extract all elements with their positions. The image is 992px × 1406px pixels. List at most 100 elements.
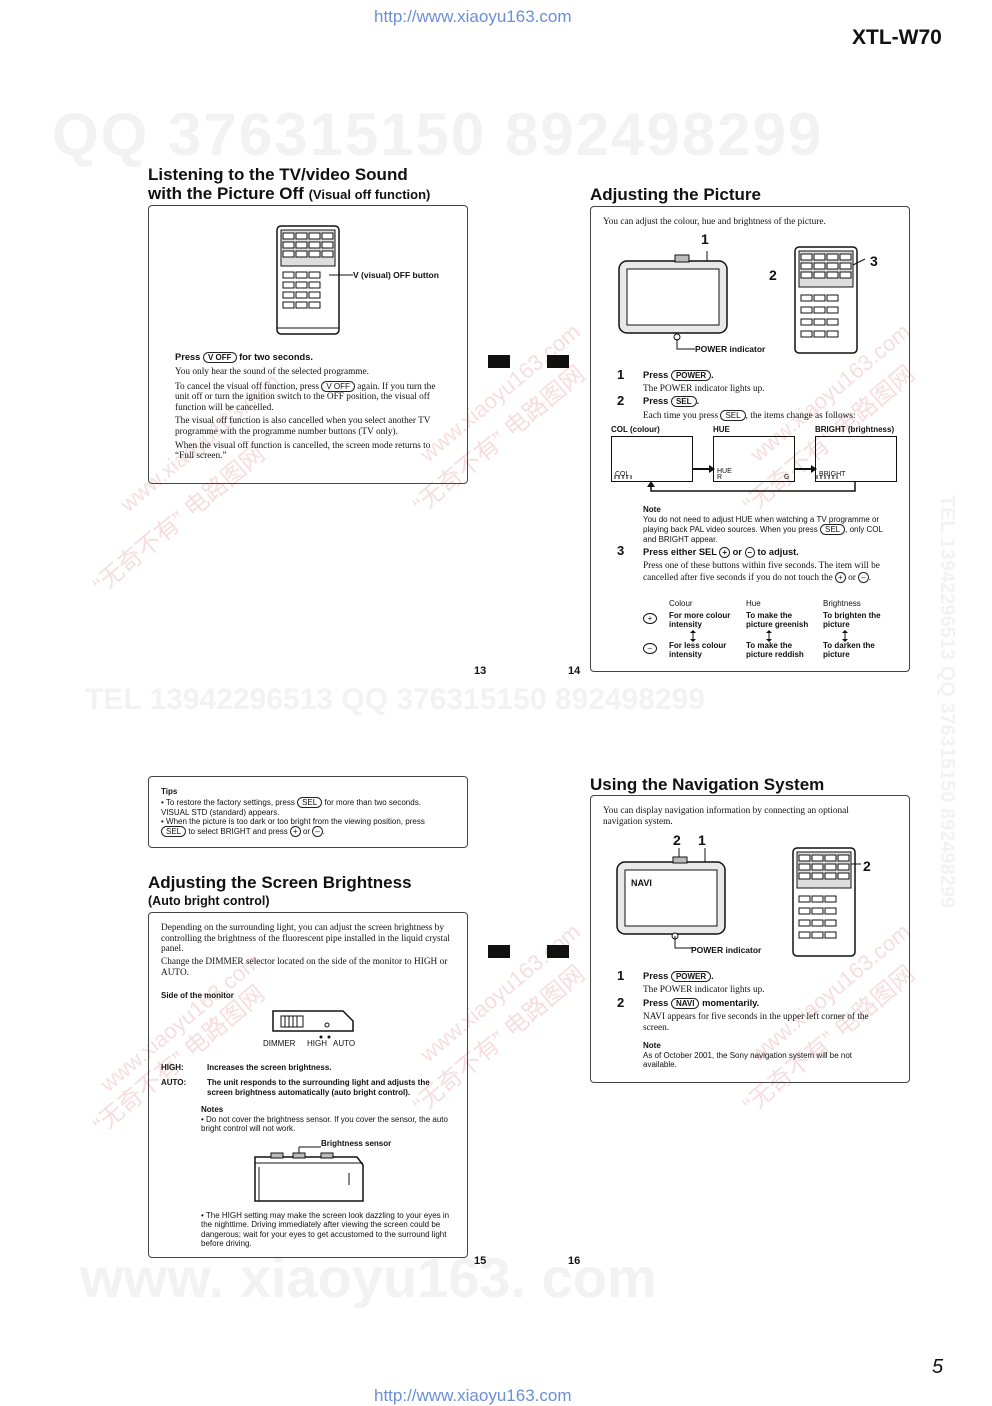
- registration-mark: [488, 945, 510, 958]
- navigation-intro: You can display navigation information b…: [603, 806, 849, 827]
- step-number: 2: [617, 393, 625, 408]
- step1-press: Press POWER.: [643, 370, 714, 381]
- nav-step2-press: Press NAVI momentarily.: [643, 998, 760, 1009]
- tips-title: Tips: [161, 787, 178, 796]
- step3-text: Press one of these buttons within five s…: [643, 561, 880, 583]
- sel-key: SEL: [297, 797, 323, 808]
- remote-illustration: [792, 847, 861, 957]
- brightness-note-2: • The HIGH setting may make the screen l…: [201, 1211, 450, 1249]
- cycle-arrows: [614, 465, 856, 492]
- brightness-sensor-label: Brightness sensor: [321, 1139, 392, 1148]
- plus-symbol: +: [643, 613, 657, 624]
- page-number-16: 16: [568, 1255, 581, 1267]
- hue-r-label: R: [717, 474, 723, 481]
- nav-step1-press: Press POWER.: [643, 971, 714, 982]
- table-header: Colour: [669, 599, 693, 608]
- sel-key: SEL: [161, 826, 187, 838]
- leader-line: [676, 339, 695, 350]
- navi-key: NAVI: [670, 998, 700, 1009]
- tips-panel: Tips • To restore the factory settings, …: [148, 776, 468, 848]
- callout-number: 3: [870, 253, 878, 269]
- visual-off-p3: The visual off function is also cancelle…: [175, 416, 431, 437]
- visual-off-instructions: Press V OFF for two seconds. You only he…: [175, 352, 445, 462]
- step2-press: Press SEL.: [643, 396, 700, 407]
- callout-line: [329, 274, 353, 276]
- table-header: Hue: [746, 599, 761, 608]
- registration-mark: [547, 355, 569, 368]
- step1-text: The POWER indicator lights up.: [643, 384, 765, 394]
- screen-label: HUE: [717, 468, 732, 475]
- cycle-screen-col: COL: [611, 436, 693, 482]
- sel-key: SEL: [820, 524, 846, 536]
- adjust-picture-intro: You can adjust the colour, hue and brigh…: [603, 217, 826, 227]
- cycle-screen-hue: HUE R G: [713, 436, 795, 482]
- brightness-notes-title: Notes: [201, 1105, 224, 1114]
- dimmer-label: DIMMER: [263, 1039, 296, 1048]
- visual-off-p1: You only hear the sound of the selected …: [175, 367, 369, 377]
- brightness-panel: Depending on the surrounding light, you …: [148, 912, 468, 1258]
- watermark-side-right: TEL 13942296513 QQ 376315150 892498299: [936, 494, 959, 909]
- watermark-side-left: TEL 13942296513 QQ 376315150 892498299: [0, 494, 4, 909]
- visual-off-title: Listening to the TV/video Sound with the…: [148, 165, 430, 204]
- screen-label: COL: [615, 471, 630, 478]
- remote-illustration: [794, 246, 866, 354]
- visual-off-title-line1: Listening to the TV/video Sound: [148, 165, 408, 184]
- def-desc-auto: The unit responds to the surrounding lig…: [207, 1078, 430, 1097]
- step2-text: Each time you press SEL, the items chang…: [643, 410, 856, 421]
- remote-illustration: [276, 225, 340, 335]
- hue-g-label: G: [784, 474, 790, 481]
- def-term-high: HIGH:: [161, 1063, 184, 1072]
- table-header: Brightness: [823, 599, 861, 608]
- table-arrows: [690, 630, 848, 642]
- auto-label: AUTO: [333, 1039, 356, 1048]
- navigation-panel: You can display navigation information b…: [590, 795, 910, 1083]
- nav-step2-text: NAVI appears for five seconds in the upp…: [643, 1012, 869, 1033]
- navi-screen-label: NAVI: [631, 878, 652, 888]
- nav-note-text: As of October 2001, the Sony navigation …: [643, 1051, 853, 1070]
- table-cell: To darken the picture: [823, 641, 875, 660]
- power-indicator-label: POWER indicator: [695, 344, 766, 354]
- sel-key: SEL: [670, 396, 697, 407]
- callout-number: 2: [863, 858, 871, 874]
- brightness-sensor-illustration: [254, 1146, 364, 1202]
- step3-press: Press either SEL + or – to adjust.: [643, 547, 799, 558]
- side-of-monitor-label: Side of the monitor: [161, 991, 234, 1000]
- step-number: 1: [617, 367, 625, 382]
- plus-key: +: [719, 547, 730, 558]
- plus-key: +: [835, 571, 846, 583]
- picture-note-title: Note: [643, 505, 661, 514]
- dimmer-switch-illustration: [272, 1010, 354, 1039]
- source-link-top[interactable]: http://www.xiaoyu163.com: [374, 7, 572, 26]
- table-cell: For less colour intensity: [669, 641, 727, 660]
- brightness-intro: Depending on the surrounding light, you …: [161, 923, 450, 955]
- cycle-label-col: COL (colour): [611, 425, 660, 434]
- callout-number: 1: [698, 832, 706, 848]
- v-off-key: V OFF: [321, 380, 355, 392]
- callout-number: 1: [701, 231, 709, 247]
- cycle-label-hue: HUE: [713, 425, 730, 434]
- power-key: POWER: [670, 370, 712, 381]
- brightness-note-1: • Do not cover the brightness sensor. If…: [201, 1115, 448, 1134]
- visual-off-panel: V (visual) OFF button Press V OFF for tw…: [148, 205, 468, 484]
- table-cell: To make the picture reddish: [746, 641, 804, 660]
- registration-mark: [488, 355, 510, 368]
- step-number: 1: [617, 968, 625, 983]
- page-number: 5: [932, 1356, 944, 1378]
- minus-key: –: [744, 547, 755, 558]
- minus-key: –: [858, 571, 869, 583]
- visual-off-p2: To cancel the visual off function, press…: [175, 380, 436, 413]
- step-number: 2: [617, 995, 625, 1010]
- minus-symbol: –: [643, 643, 657, 654]
- table-cell: To brighten the picture: [823, 611, 881, 630]
- table-cell: For more colour intensity: [669, 611, 731, 630]
- sel-key: SEL: [720, 410, 746, 421]
- page-number-15: 15: [474, 1255, 487, 1267]
- source-link-bottom[interactable]: http://www.xiaoyu163.com: [374, 1386, 572, 1405]
- registration-mark: [547, 945, 569, 958]
- visual-off-press-line: Press V OFF for two seconds.: [175, 352, 313, 363]
- plus-key: +: [290, 826, 301, 838]
- page-number-14: 14: [568, 665, 581, 677]
- table-cell: To make the picture greenish: [746, 611, 809, 630]
- visual-off-p4: When the visual off function is cancelle…: [175, 440, 431, 462]
- power-key: POWER: [670, 971, 712, 982]
